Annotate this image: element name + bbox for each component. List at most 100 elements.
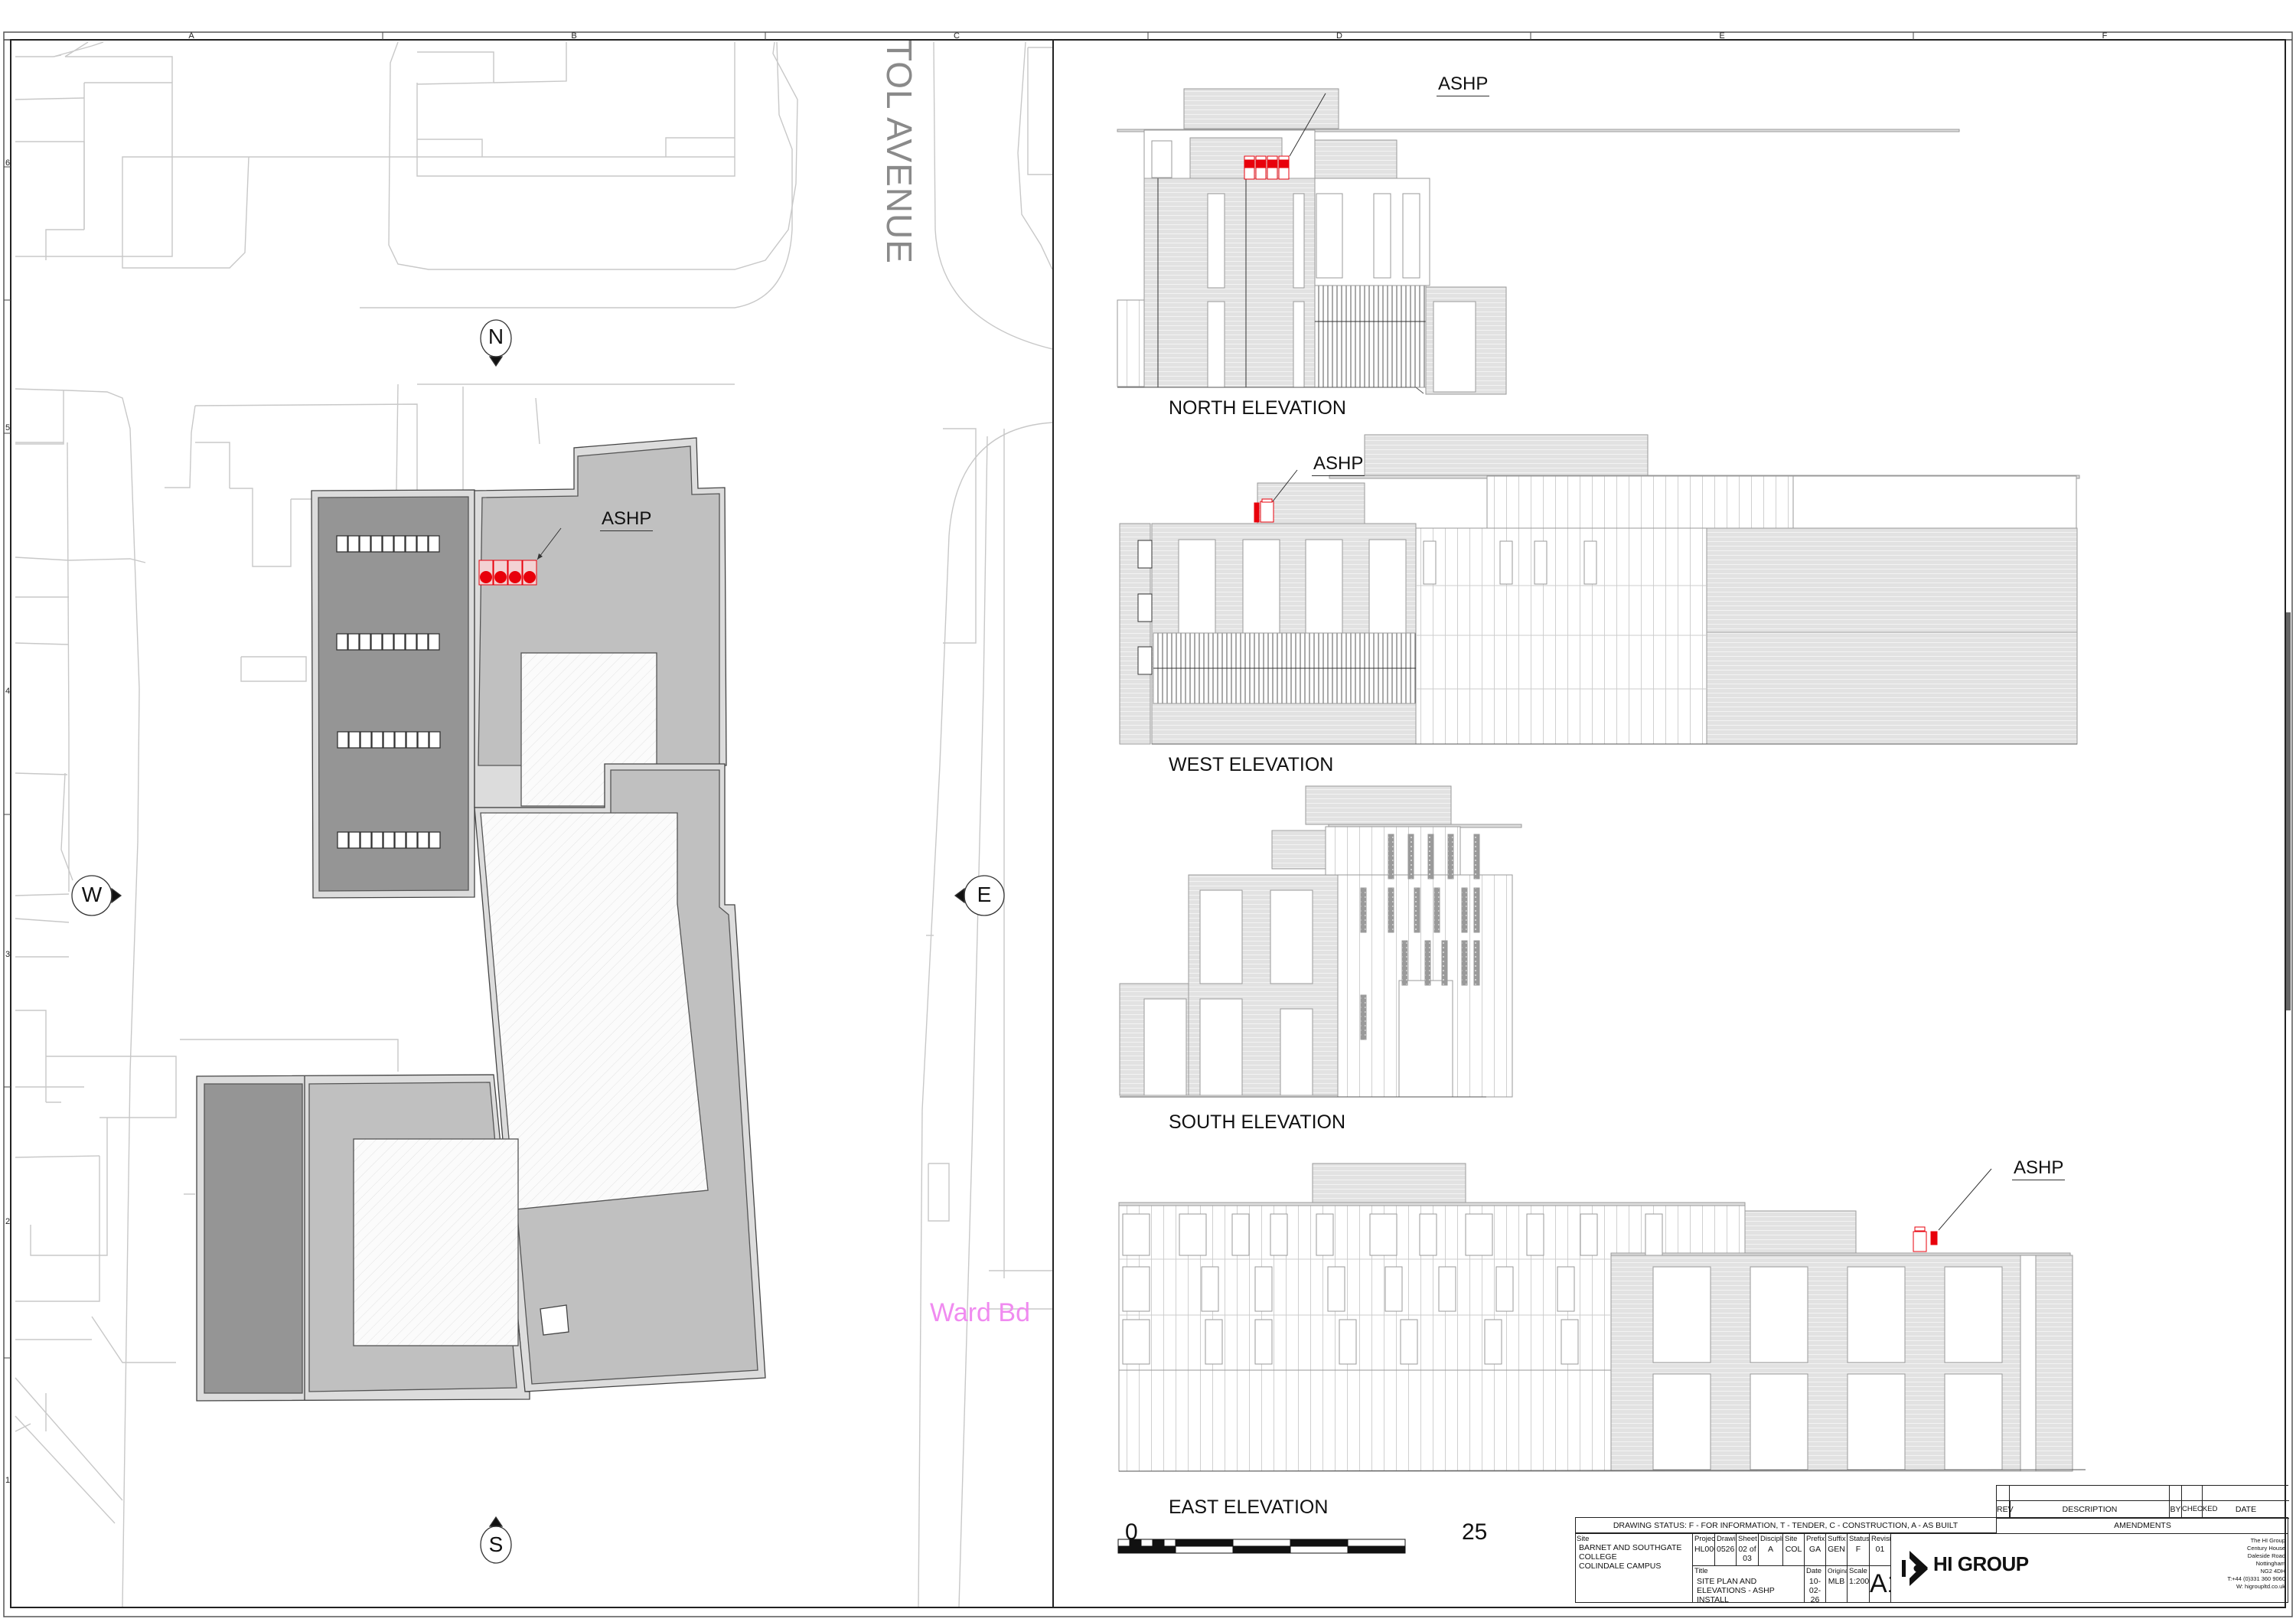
north-elevation-title: NORTH ELEVATION (1169, 397, 1346, 419)
grid-column-label: B (571, 31, 577, 41)
amend-col-checked: CHECKED (2182, 1501, 2217, 1518)
drawing-status: DRAWING STATUS: F - FOR INFORMATION, T -… (1575, 1518, 1996, 1533)
grid-row-label: 1 (5, 1476, 11, 1485)
field-value: MLB (1828, 1577, 1845, 1586)
title-block-frame (1575, 1517, 2288, 1603)
revision-field: Revision 01 (1870, 1534, 1891, 1566)
grid-column-label: A (188, 31, 194, 41)
address-line: Daleside Road (2247, 1552, 2285, 1559)
field-value: GA (1808, 1545, 1821, 1554)
company-area: HI GROUP The HI Group Century House Dale… (1891, 1534, 2288, 1602)
address-line: Nottingham (2255, 1560, 2285, 1567)
address-line: The HI Group (2250, 1537, 2285, 1544)
ashp-callout-east: ASHP (2012, 1157, 2066, 1180)
scale-bar-end: 25 (1462, 1519, 1488, 1545)
grid-column-label: F (2102, 31, 2108, 41)
field-value: COL (1785, 1545, 1802, 1554)
field-value: 0526 (1717, 1545, 1735, 1554)
grid-column-label: D (1336, 31, 1342, 41)
site-context-lines (15, 41, 1052, 1607)
field-label: Originator (1828, 1567, 1847, 1575)
grid-row-label: 6 (5, 158, 11, 168)
field-label: Status (1849, 1535, 1870, 1543)
company-logo-text: HI GROUP (1933, 1552, 2029, 1575)
site-line: COLLEGE (1579, 1552, 1617, 1562)
field-label: Drawing (1717, 1535, 1736, 1543)
ashp-callout-north: ASHP (1437, 73, 1490, 96)
skylight-strips (336, 535, 441, 849)
building-roof-plan (196, 437, 766, 1402)
compass-east-icon: E (977, 883, 992, 906)
grid-row-label: 4 (5, 687, 11, 696)
drawing-title: SITE PLAN AND ELEVATIONS - ASHP INSTALL (1697, 1577, 1775, 1602)
field-value: A (1767, 1545, 1773, 1554)
field-label: Prefix (1806, 1535, 1825, 1543)
compass-markers (71, 319, 1005, 1564)
originator-field: OriginatorMLB (1826, 1566, 1848, 1602)
drawing-number-field: Drawing 0526 (1715, 1534, 1737, 1566)
ashp-unit-east (1913, 1226, 1938, 1252)
field-label: Project (1694, 1535, 1715, 1543)
west-elevation-title: WEST ELEVATION (1169, 754, 1334, 775)
field-value: HL00075 (1694, 1545, 1714, 1554)
field-label: Revision (1871, 1535, 1891, 1543)
amendments-header-row: REV DESCRIPTION BY CHECKED DATE (1996, 1500, 2289, 1519)
ashp-units-north (1244, 155, 1290, 180)
ashp-unit-west (1254, 498, 1274, 523)
grid-row-label: 5 (5, 423, 11, 432)
date-field: Date 10-02-26 (1805, 1566, 1826, 1602)
field-value: F (1855, 1545, 1861, 1554)
field-value: 10-02-26 (1808, 1577, 1821, 1602)
site-line: BARNET AND SOUTHGATE (1579, 1543, 1682, 1552)
grid-column-label: E (1719, 31, 1725, 41)
east-elevation-title: EAST ELEVATION (1169, 1496, 1329, 1518)
grid-column-label: C (954, 31, 960, 41)
amend-col-rev: REV (1997, 1501, 2014, 1518)
field-label: Suffix (1828, 1535, 1846, 1543)
company-address: The HI Group Century House Daleside Road… (2227, 1537, 2285, 1591)
grid-row-label: 2 (5, 1217, 11, 1226)
scale-field: Scale 1:200 (1848, 1566, 1870, 1602)
north-elevation-drawing (1117, 88, 1960, 395)
field-label: Scale (1849, 1567, 1867, 1575)
compass-south-icon: S (488, 1532, 504, 1556)
field-value: GEN (1828, 1545, 1845, 1554)
site-field-label: Site (1577, 1535, 1590, 1543)
field-value: 02 of 03 (1738, 1545, 1756, 1563)
amend-col-by: BY (2170, 1501, 2182, 1518)
amend-col-description: DESCRIPTION (2011, 1501, 2170, 1518)
ashp-callout-plan: ASHP (600, 508, 654, 531)
hi-group-logo-icon (1902, 1551, 1928, 1586)
south-elevation-title: SOUTH ELEVATION (1169, 1111, 1346, 1133)
address-line: T:+44 (0)331 360 9060 (2227, 1575, 2285, 1582)
field-value: 1:200 (1849, 1577, 1870, 1586)
field-value: 01 (1875, 1545, 1885, 1554)
field-label: Date (1806, 1567, 1822, 1575)
compass-north-icon: N (488, 325, 504, 348)
address-line: W: higroupltd.co.uk (2236, 1583, 2285, 1590)
compass-west-icon: W (81, 883, 103, 906)
amend-col-date: DATE (2235, 1505, 2257, 1514)
address-line: Century House (2246, 1545, 2285, 1552)
field-label: Site (1785, 1535, 1798, 1543)
scale-bar-start: 0 (1125, 1519, 1138, 1545)
paper-size: A1 (1870, 1566, 1891, 1602)
south-elevation-drawing (1119, 785, 1522, 1098)
ashp-callout-west: ASHP (1312, 453, 1365, 476)
address-line: NG2 4DH (2260, 1568, 2285, 1575)
ashp-units-plan (478, 560, 537, 586)
site-line: COLINDALE CAMPUS (1579, 1562, 1662, 1571)
scale-bar (1117, 1539, 1406, 1554)
west-elevation-drawing (1119, 434, 2080, 745)
field-label: Discipline (1760, 1535, 1783, 1543)
grid-row-label: 3 (5, 950, 11, 959)
project-field: ProjectHL00075 (1693, 1534, 1715, 1566)
site-field: Site BARNET AND SOUTHGATE COLLEGE COLIND… (1575, 1534, 1693, 1602)
